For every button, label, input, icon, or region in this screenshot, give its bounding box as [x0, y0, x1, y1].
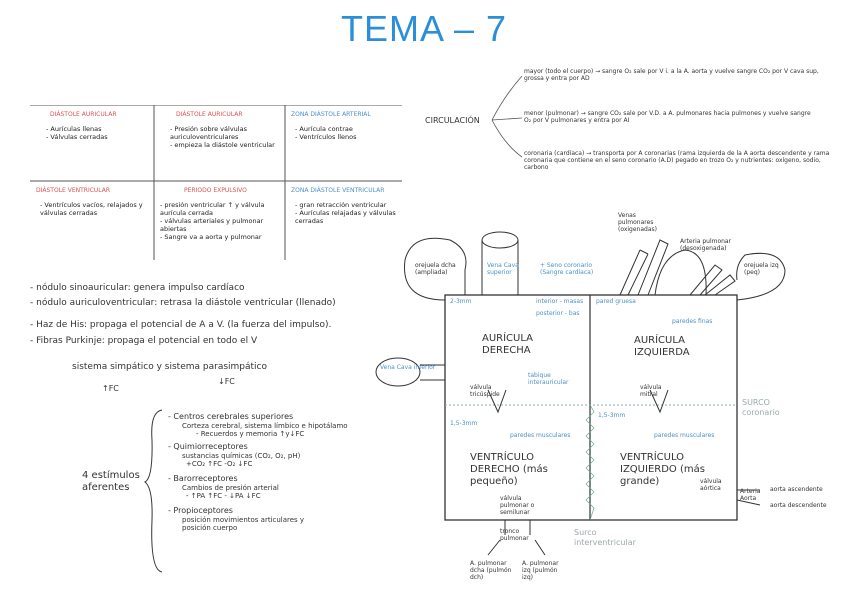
stimulus-line: +CO₂ ↑FC -O₂ ↓FC	[186, 460, 253, 468]
posterior-label: posterior - bas	[536, 310, 580, 317]
note-sinoauricular: - nódulo sinoauricular: genera impulso c…	[30, 283, 245, 293]
stimulus-title: - Quimiorreceptores	[168, 442, 248, 451]
paredes-musculares-right: paredes musculares	[654, 432, 715, 439]
valvula-mitral-label: válvula mitral	[640, 384, 662, 398]
stimulus-line: sustancias químicas (CO₂, O₂, pH)	[182, 452, 301, 460]
note-purkinje: - Fibras Purkinje: propaga el potencial …	[30, 336, 258, 346]
stimulus-line: - Recuerdos y memoria ↑y↓FC	[196, 430, 305, 438]
paredes-finas-label: paredes finas	[672, 318, 713, 325]
surco-interventricular-label: Surco interventricular	[574, 528, 636, 547]
cell-line: - Válvulas cerradas	[46, 133, 108, 141]
cell-line: - Sangre va a aorta y pulmonar	[160, 233, 262, 241]
stimulus-line: Cambios de presión arterial	[182, 484, 279, 492]
symp-down: ↓FC	[218, 377, 235, 386]
ventriculo-derecho-label: VENTRÍCULO DERECHO (más pequeño)	[470, 452, 548, 487]
cell-header: ZONA DIÁSTOLE ARTERIAL	[291, 111, 371, 118]
stimuli-label: 4 estímulos aferentes	[82, 470, 140, 493]
tabique-label: tabique interauricular	[528, 372, 569, 386]
cell-line: - Aurículas relajadas y válvulas cerrada…	[295, 209, 396, 225]
stimulus-line: Corteza cerebral, sistema límbico e hipo…	[182, 422, 348, 430]
auricula-derecha-label: AURÍCULA DERECHA	[482, 333, 534, 356]
stimulus-line: posición movimientos articulares y posic…	[182, 516, 305, 532]
note-auriculoventricular: - nódulo auriculoventricular: retrasa la…	[30, 298, 336, 308]
tronco-pulmonar-label: tronco pulmonar	[500, 528, 529, 542]
symp-up: ↑FC	[102, 384, 119, 393]
cardiac-cycle-table: DIÁSTOLE AURICULAR - Aurículas llenas - …	[30, 105, 402, 260]
valvula-aortica-label: válvula aórtica	[700, 478, 722, 492]
ventriculo-izquierdo-label: VENTRÍCULO IZQUIERDO (más grande)	[620, 452, 705, 487]
orejuela-derecha-label: orejuela dcha (ampliada)	[415, 262, 456, 276]
vena-cava-inf-label: Vena Cava inferior	[380, 364, 436, 371]
pared-gruesa-label: pared gruesa	[596, 298, 636, 305]
paredes-musculares-left: paredes musculares	[510, 432, 571, 439]
arteria-aorta-label: Arteria Aorta	[740, 488, 761, 502]
stimulus-title: - Centros cerebrales superiores	[168, 412, 294, 421]
cell-header: ZONA DIÁSTOLE VENTRICULAR	[291, 187, 385, 194]
vena-cava-sup-label: Vena Cava superior	[487, 262, 519, 276]
cell-line: - empieza la diástole ventricular	[170, 141, 275, 149]
grid-cell: DIÁSTOLE AURICULAR - Presión sobre válvu…	[154, 105, 285, 181]
surco-coronario-label: SURCO coronario	[742, 398, 780, 417]
auricula-izquierda-label: AURÍCULA IZQUIERDA	[634, 335, 690, 358]
note-haz-his: - Haz de His: propaga el potencial de A …	[30, 320, 332, 330]
cell-line: - gran retracción ventricular	[295, 201, 387, 209]
page-title: TEMA – 7	[340, 8, 508, 49]
stimulus-title: - Barorreceptores	[168, 474, 238, 483]
cell-header: PERIODO EXPULSIVO	[184, 187, 247, 194]
wall-thickness-mid: 1,5-3mm	[598, 412, 626, 419]
a-pulmonar-dcha-label: A. pulmonar dcha (pulmón dch)	[470, 560, 512, 581]
symp-label: sistema simpático y sistema parasimpátic…	[72, 362, 268, 372]
circulation-coronaria: coronaria (cardíaca) → transporta por A …	[524, 150, 830, 171]
grid-cell: DIÁSTOLE VENTRICULAR - Ventrículos vacío…	[30, 181, 154, 260]
stimulus-line: - ↑PA ↑FC - ↓PA ↓FC	[186, 492, 261, 500]
stimulus-title: - Propioceptores	[168, 506, 233, 515]
circulation-menor: menor (pulmonar) → sangre CO₂ sale por V…	[524, 110, 811, 124]
aorta-descendente-label: aorta descendente	[770, 502, 827, 509]
interior-label: interior - masas	[536, 298, 584, 305]
cell-line: - Ventrículos llenos	[295, 133, 357, 141]
cell-header: DIÁSTOLE AURICULAR	[50, 111, 117, 118]
orejuela-izquierda-label: orejuela izq (peq)	[744, 262, 779, 276]
seno-coronario-label: + Seno coronario (Sangre cardíaca)	[540, 262, 594, 276]
cell-line: - Aurícula contrae	[295, 125, 353, 133]
a-pulmonar-izq-label: A. pulmonar izq (pulmón izq)	[522, 560, 559, 581]
grid-cell: ZONA DIÁSTOLE VENTRICULAR - gran retracc…	[285, 181, 402, 260]
wall-thickness-top: 2-3mm	[450, 298, 472, 305]
wall-thickness-bottom: 1,5-3mm	[450, 420, 478, 427]
arteria-pulmonar-label: Arteria pulmonar (desoxigenada)	[680, 238, 732, 252]
valvula-pulmonar-label: válvula pulmonar o semilunar	[500, 495, 535, 516]
grid-cell: DIÁSTOLE AURICULAR - Aurículas llenas - …	[30, 105, 154, 181]
cell-line: - presión ventricular ↑ y válvula aurícu…	[160, 201, 265, 217]
cell-line: - válvulas arteriales y pulmonar abierta…	[160, 217, 264, 233]
grid-cell: PERIODO EXPULSIVO - presión ventricular …	[154, 181, 285, 260]
cell-header: DIÁSTOLE AURICULAR	[176, 111, 243, 118]
stimuli-list: - Centros cerebrales superiores Corteza …	[168, 412, 378, 532]
circulation-mayor: mayor (todo el cuerpo) → sangre O₂ sale …	[524, 68, 819, 82]
circulation-label: CIRCULACIÓN	[425, 116, 480, 125]
aorta-ascendente-label: aorta ascendente	[770, 486, 823, 493]
grid-cell: ZONA DIÁSTOLE ARTERIAL - Aurícula contra…	[285, 105, 402, 181]
table-lines	[30, 105, 402, 260]
cell-header: DIÁSTOLE VENTRICULAR	[36, 187, 111, 194]
cell-line: - Presión sobre válvulas auriculoventric…	[170, 125, 247, 141]
cell-line: - Aurículas llenas	[46, 125, 102, 133]
cell-line: - Ventrículos vacíos, relajados y válvul…	[40, 201, 143, 217]
venas-pulmonares-label: Venas pulmonares (oxigenadas)	[618, 212, 657, 233]
valvula-tricuspide-label: válvula tricúspide	[470, 384, 500, 398]
